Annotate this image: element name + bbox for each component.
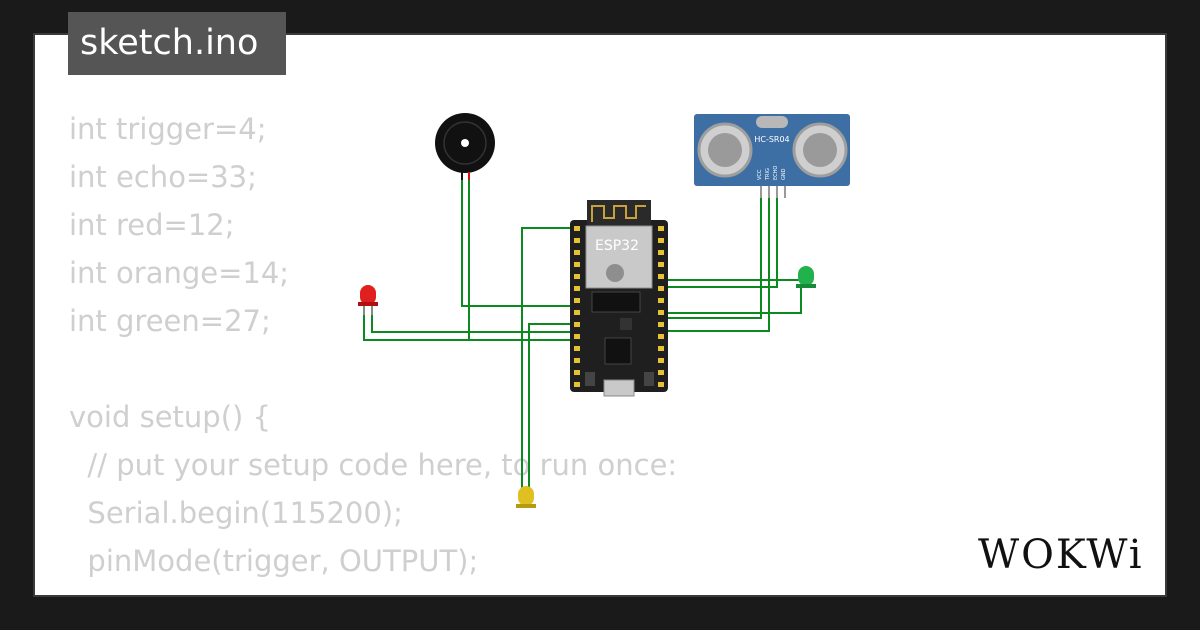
wire-buzzer-1 xyxy=(461,172,580,307)
led-yellow[interactable] xyxy=(516,486,536,508)
wire-sensor-echo xyxy=(660,195,778,288)
esp32-pins xyxy=(574,226,664,387)
sensor-label: HC-SR04 xyxy=(754,135,789,144)
hc-sr04-sensor[interactable]: HC-SR04 VCC TRIG ECHO GND xyxy=(694,114,850,198)
code-line: Serial.begin(115200); xyxy=(69,496,403,530)
code-line: pinMode(echo, INPUT); xyxy=(69,585,677,595)
sensor-pin-gnd-label: GND xyxy=(781,168,787,180)
code-editor-background: int trigger=4; int echo=33; int red=12; int… xyxy=(69,105,678,595)
code-line: // put your setup code here, to run once… xyxy=(69,448,678,482)
buzzer[interactable] xyxy=(435,113,495,180)
wokwi-logo-text: WOKWi xyxy=(978,532,1144,578)
wokwi-preview-card: int trigger=4; int echo=33; int red=12; int… xyxy=(33,33,1167,597)
code-line: int echo=33; xyxy=(69,160,257,194)
led-green[interactable] xyxy=(796,266,816,288)
esp32-label: ESP32 xyxy=(595,238,639,254)
wire-yellow-2 xyxy=(528,323,580,506)
sensor-pin-trig-label: TRIG xyxy=(765,168,771,181)
wire-red-2 xyxy=(363,308,470,341)
file-tab-title: sketch.ino xyxy=(68,12,286,75)
wire-buzzer-2 xyxy=(468,172,580,341)
wokwi-logo: WOKWi xyxy=(978,532,1144,578)
sensor-pin-echo-label: ECHO xyxy=(773,166,779,180)
code-line: int green=27; xyxy=(69,304,271,338)
code-line: int orange=14; xyxy=(69,256,290,290)
code-line: void setup() { xyxy=(69,400,271,434)
wire-sensor-trig xyxy=(660,195,770,332)
led-red[interactable] xyxy=(358,285,378,315)
wire-sensor-vcc xyxy=(660,195,762,319)
code-line: int trigger=4; xyxy=(69,112,267,146)
wire-green-1 xyxy=(660,288,802,314)
wire-red-1 xyxy=(371,308,580,333)
code-line: pinMode(trigger, OUTPUT); xyxy=(69,544,479,578)
sensor-pin-vcc-label: VCC xyxy=(757,169,763,180)
code-line: int red=12; xyxy=(69,208,235,242)
esp32-board[interactable]: ESP32 xyxy=(570,200,668,397)
